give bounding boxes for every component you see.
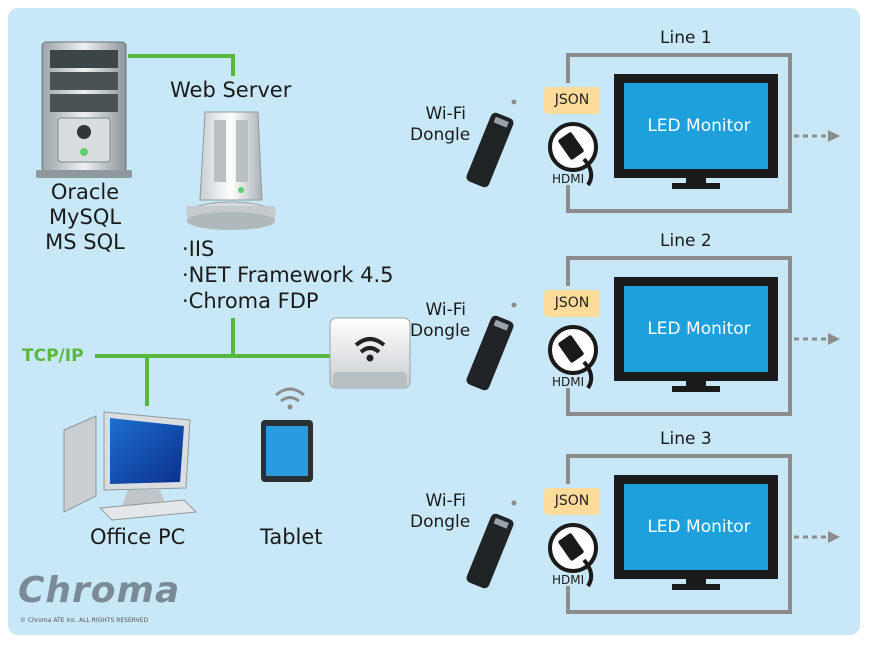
- network-lines: [95, 54, 330, 406]
- line-groups: [466, 53, 840, 614]
- line-2-monitor-screen: [624, 286, 768, 372]
- line-2-monitor-label: LED Monitor: [647, 319, 751, 339]
- line-1-monitor-screen: [624, 83, 768, 169]
- tablet-label: Tablet: [260, 525, 323, 549]
- database-server-icon: [36, 41, 132, 178]
- access-point-icon: [329, 317, 411, 389]
- line-1-monitor-base: [672, 183, 720, 189]
- line-2-dongle-icon: [466, 315, 514, 391]
- tcp-ip-label: TCP/IP: [22, 346, 84, 366]
- chroma-logo: Chroma: [18, 570, 181, 611]
- dongle-label-line: Wi-Fi: [425, 491, 466, 511]
- line-1-frame: [566, 53, 792, 213]
- database-line: MS SQL: [45, 230, 125, 254]
- web-server-spec: ·IIS: [182, 237, 215, 261]
- line-3-monitor-neck: [686, 579, 706, 587]
- dongle-label-line: Dongle: [410, 512, 471, 532]
- line-3-dongle-label: Wi-Fi Dongle: [410, 491, 471, 533]
- copyright-text: © Chroma ATE Inc. ALL RIGHTS RESERVED: [20, 617, 149, 624]
- line-3-title: Line 3: [660, 429, 712, 449]
- dongle-label-line: Wi-Fi: [425, 300, 466, 320]
- line-2-dongle-label: Wi-Fi Dongle: [410, 300, 471, 342]
- line-1-group: [466, 53, 840, 213]
- line-2-monitor-neck: [686, 381, 706, 389]
- line-2-arrow-head: [828, 333, 840, 345]
- line-3-wifi-icon: [511, 500, 517, 506]
- line-1-monitor-neck: [686, 178, 706, 186]
- line-1-monitor-label: LED Monitor: [647, 116, 751, 136]
- line-2-frame: [566, 256, 792, 416]
- line-3-monitor-screen: [624, 484, 768, 570]
- line-1-json-tag: JSON: [544, 87, 600, 114]
- dongle-label-line: Dongle: [410, 125, 471, 145]
- database-label: Oracle MySQL MS SQL: [30, 180, 140, 255]
- line-2-group: [466, 256, 840, 416]
- office-pc-label: Office PC: [90, 525, 186, 549]
- web-server-spec: ·NET Framework 4.5: [182, 263, 394, 287]
- line-3-monitor-label: LED Monitor: [647, 517, 751, 537]
- database-line: MySQL: [48, 205, 122, 229]
- tablet-icon: [261, 420, 313, 482]
- office-pc-icon: [63, 411, 198, 521]
- line-1-hdmi-label: HDMI: [552, 172, 585, 186]
- line-2-title: Line 2: [660, 231, 712, 251]
- line-1-arrow-head: [828, 130, 840, 142]
- tablet-wifi-icon: [275, 387, 305, 410]
- line-1-wifi-icon: [511, 99, 517, 105]
- line-3-arrow-head: [828, 531, 840, 543]
- line-2-hdmi-label: HDMI: [552, 375, 585, 389]
- dongle-label-line: Dongle: [410, 321, 471, 341]
- line-1-title: Line 1: [660, 28, 712, 48]
- web-server-title: Web Server: [170, 78, 292, 102]
- line-2-wifi-icon: [511, 302, 517, 308]
- line-3-monitor-base: [672, 584, 720, 590]
- line-3-json-tag: JSON: [544, 488, 600, 515]
- line-3-dongle-icon: [466, 513, 514, 589]
- line-2-monitor-base: [672, 386, 720, 392]
- line-2-json-tag: JSON: [544, 290, 600, 317]
- web-server-icon: [186, 111, 276, 230]
- web-server-spec: ·Chroma FDP: [182, 289, 319, 313]
- line-1-dongle-label: Wi-Fi Dongle: [410, 104, 471, 146]
- dongle-label-line: Wi-Fi: [425, 104, 466, 124]
- line-3-hdmi-label: HDMI: [552, 573, 585, 587]
- database-line: Oracle: [50, 180, 120, 204]
- line-1-dongle-icon: [466, 112, 514, 188]
- line-3-group: [466, 454, 840, 614]
- line-3-frame: [566, 454, 792, 614]
- web-server-specs: ·IIS ·NET Framework 4.5 ·Chroma FDP: [182, 236, 393, 314]
